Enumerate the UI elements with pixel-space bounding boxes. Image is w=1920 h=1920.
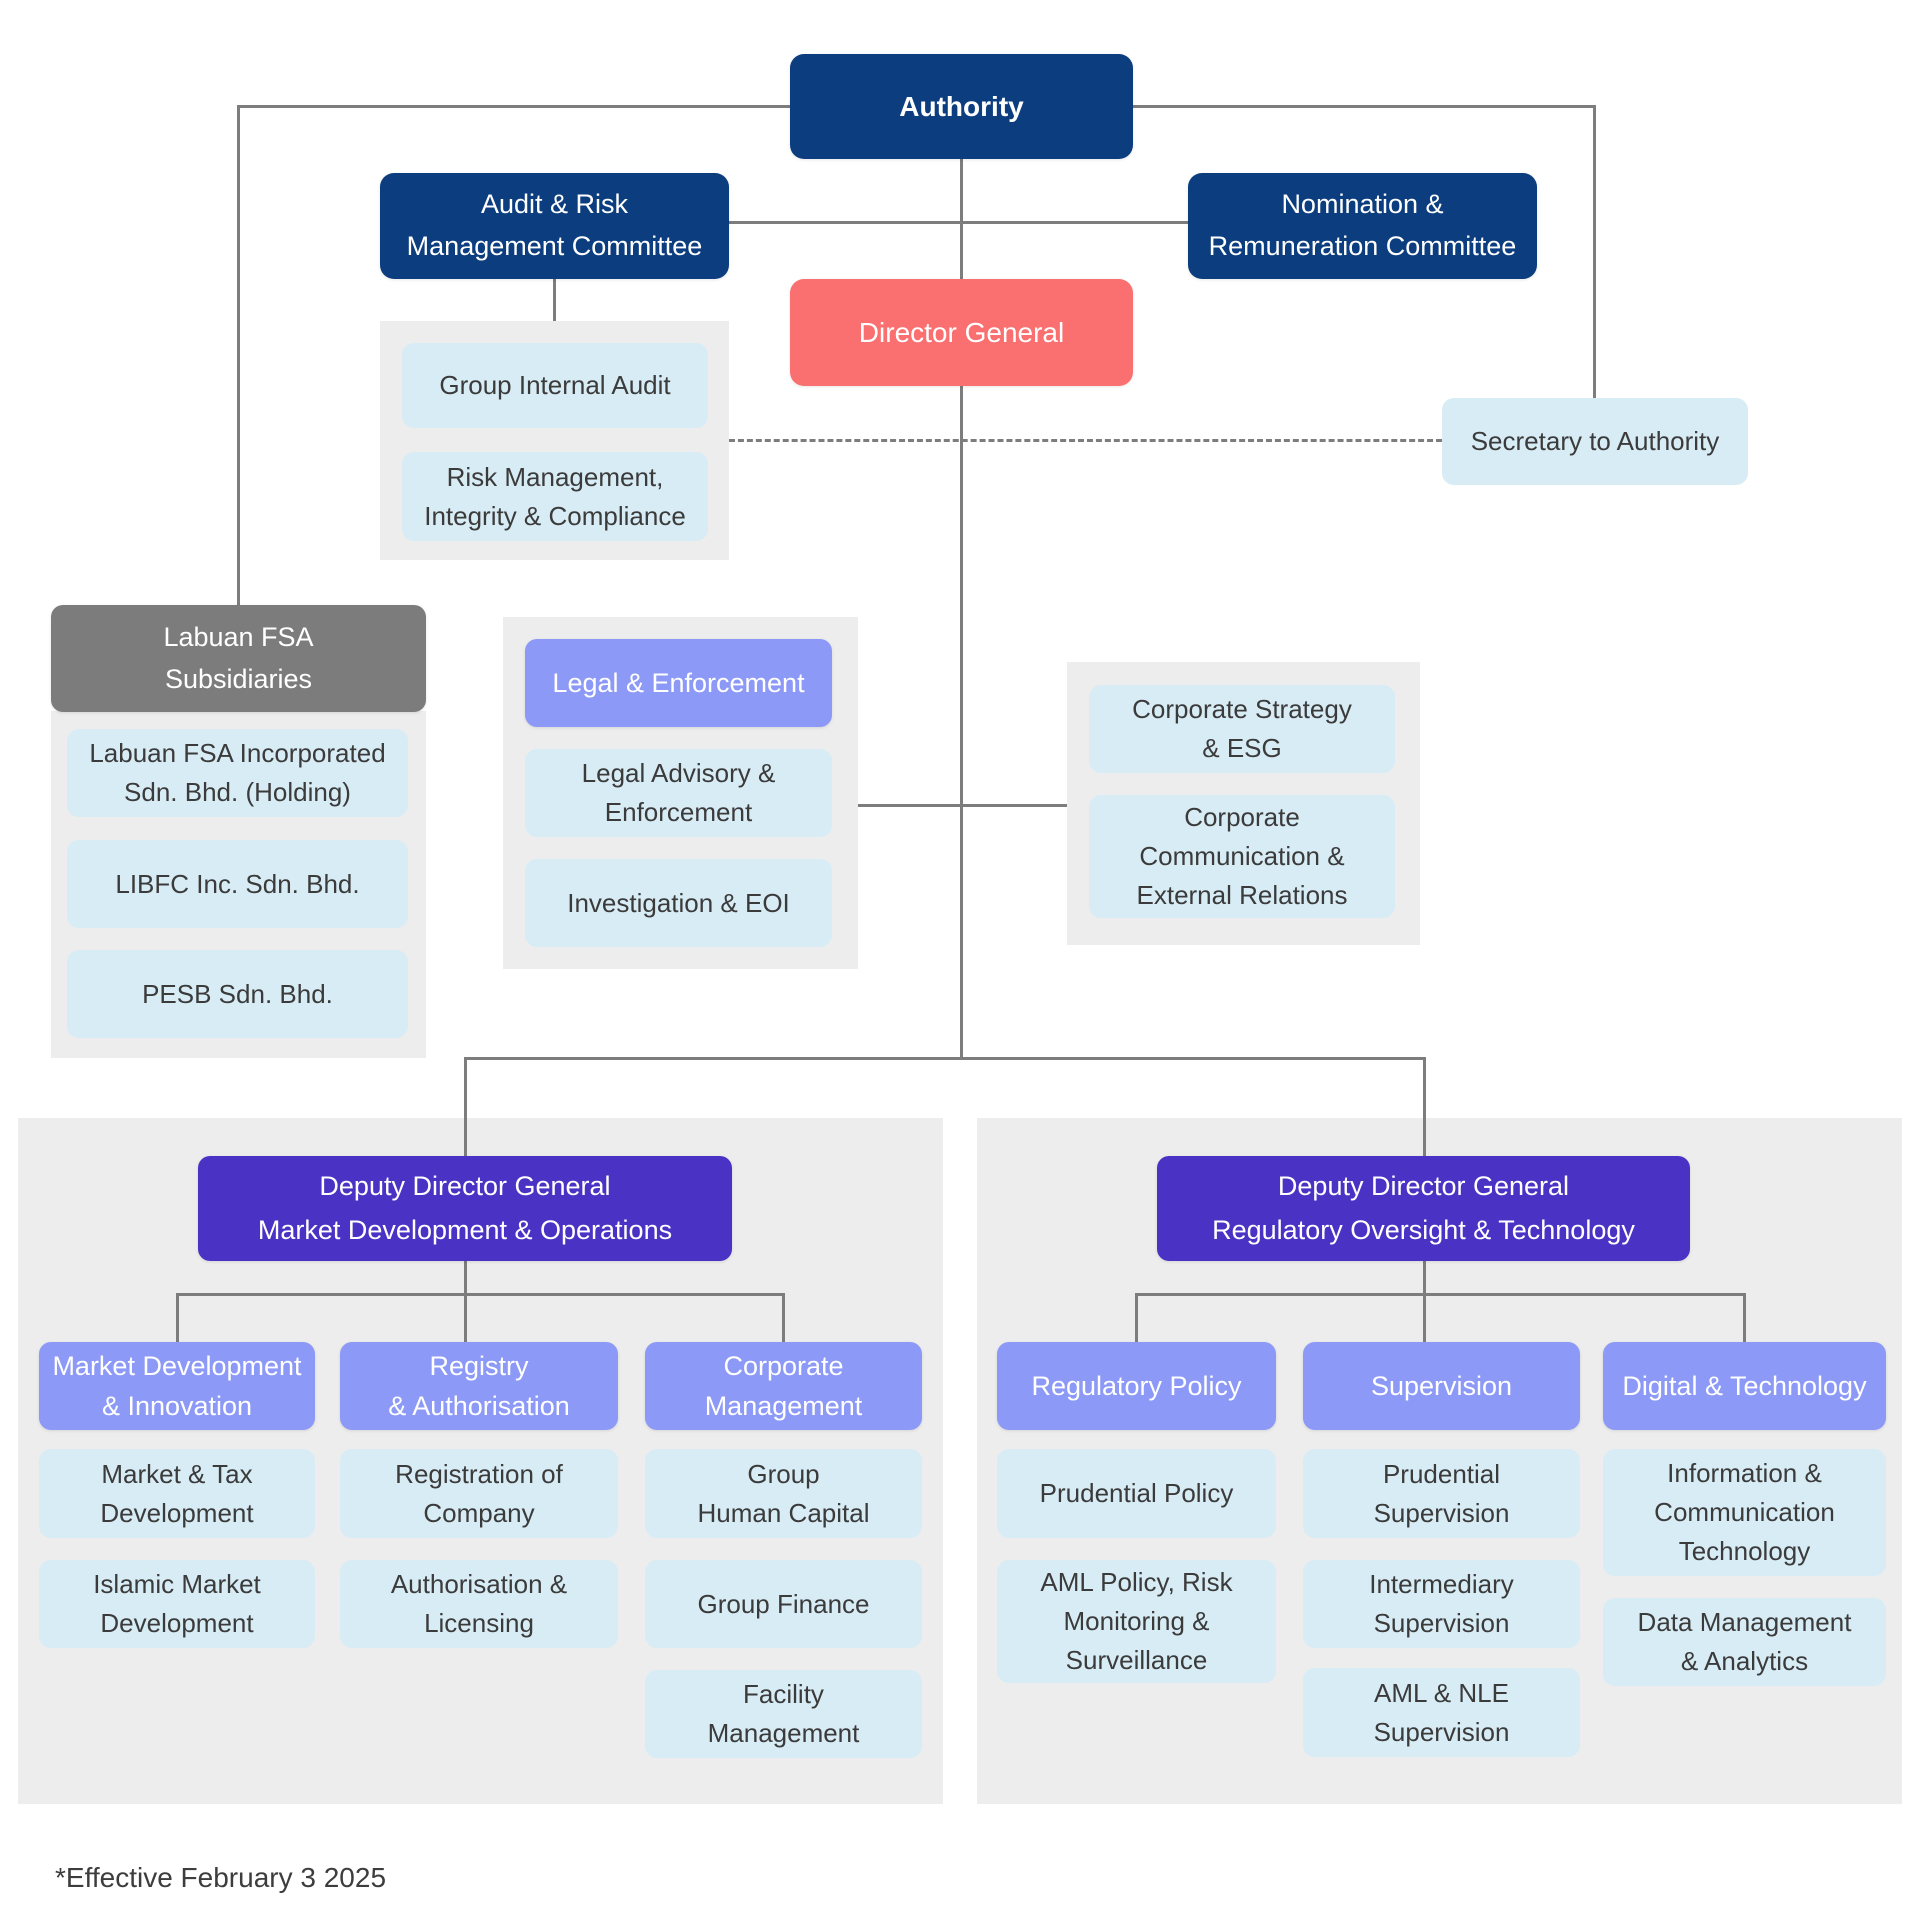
node-facility-management: Facility Management bbox=[645, 1670, 922, 1758]
connector-committees bbox=[729, 221, 1188, 224]
node-aml-nle-supervision: AML & NLE Supervision bbox=[1303, 1668, 1580, 1757]
effective-date-footnote: *Effective February 3 2025 bbox=[55, 1862, 387, 1893]
node-islamic-market-development: Islamic Market Development bbox=[39, 1560, 315, 1648]
node-secretary-to-authority: Secretary to Authority bbox=[1442, 398, 1748, 485]
node-data-management-analytics: Data Management & Analytics bbox=[1603, 1598, 1886, 1686]
node-authorisation-licensing: Authorisation & Licensing bbox=[340, 1560, 618, 1648]
connector-right-tree-span bbox=[1136, 1293, 1745, 1296]
node-market-development-innovation: Market Development & Innovation bbox=[39, 1342, 315, 1430]
connector-audit-panel bbox=[553, 279, 556, 321]
node-labuan-fsa-subsidiaries: Labuan FSA Subsidiaries bbox=[51, 605, 426, 712]
node-corporate-strategy-esg: Corporate Strategy & ESG bbox=[1089, 685, 1395, 773]
node-aml-policy-risk-monitoring-surveillance: AML Policy, Risk Monitoring & Surveillan… bbox=[997, 1560, 1276, 1683]
connector-dg-down bbox=[960, 386, 963, 1058]
node-nomination-remuneration-committee: Nomination & Remuneration Committee bbox=[1188, 173, 1537, 279]
connector-left-col1-stub bbox=[176, 1293, 179, 1342]
node-regulatory-policy: Regulatory Policy bbox=[997, 1342, 1276, 1430]
node-authority: Authority bbox=[790, 54, 1133, 159]
connector-ddg-left-drop bbox=[464, 1057, 467, 1156]
connector-left-tree-span bbox=[177, 1293, 784, 1296]
connector-right-col3-stub bbox=[1743, 1293, 1746, 1342]
node-intermediary-supervision: Intermediary Supervision bbox=[1303, 1560, 1580, 1648]
connector-ddg-left-tree bbox=[464, 1261, 467, 1342]
node-group-finance: Group Finance bbox=[645, 1560, 922, 1648]
connector-ddg-span bbox=[464, 1057, 1426, 1060]
connector-left-col3-stub bbox=[782, 1293, 785, 1342]
node-corporate-management: Corporate Management bbox=[645, 1342, 922, 1430]
node-information-communication-technology: Information & Communication Technology bbox=[1603, 1449, 1886, 1576]
connector-secretary-dashed bbox=[729, 439, 1442, 442]
connector-authority-dg bbox=[960, 159, 963, 279]
connector-authority-right-rail bbox=[1133, 105, 1595, 108]
node-legal-advisory-enforcement: Legal Advisory & Enforcement bbox=[525, 749, 832, 837]
node-legal-enforcement: Legal & Enforcement bbox=[525, 639, 832, 727]
connector-ddg-right-tree bbox=[1423, 1261, 1426, 1342]
node-ddg-regulatory-oversight-technology: Deputy Director General Regulatory Overs… bbox=[1157, 1156, 1690, 1261]
node-group-human-capital: Group Human Capital bbox=[645, 1449, 922, 1538]
node-director-general: Director General bbox=[790, 279, 1133, 386]
connector-right-rail-down bbox=[1593, 105, 1596, 398]
connector-left-rail-down bbox=[237, 105, 240, 605]
node-ddg-market-development-operations: Deputy Director General Market Developme… bbox=[198, 1156, 732, 1261]
node-market-tax-development: Market & Tax Development bbox=[39, 1449, 315, 1538]
connector-ddg-right-drop bbox=[1423, 1057, 1426, 1156]
node-prudential-policy: Prudential Policy bbox=[997, 1449, 1276, 1538]
node-audit-risk-committee: Audit & Risk Management Committee bbox=[380, 173, 729, 279]
connector-legal-corporate bbox=[858, 804, 1067, 807]
node-pesb: PESB Sdn. Bhd. bbox=[67, 950, 408, 1038]
connector-authority-left-rail bbox=[238, 105, 790, 108]
node-registration-of-company: Registration of Company bbox=[340, 1449, 618, 1538]
node-libfc-inc: LIBFC Inc. Sdn. Bhd. bbox=[67, 840, 408, 928]
node-group-internal-audit: Group Internal Audit bbox=[402, 343, 708, 428]
node-digital-technology: Digital & Technology bbox=[1603, 1342, 1886, 1430]
node-risk-management-integrity-compliance: Risk Management, Integrity & Compliance bbox=[402, 452, 708, 541]
connector-right-col1-stub bbox=[1135, 1293, 1138, 1342]
node-labuan-fsa-incorporated: Labuan FSA Incorporated Sdn. Bhd. (Holdi… bbox=[67, 729, 408, 817]
node-supervision: Supervision bbox=[1303, 1342, 1580, 1430]
node-investigation-eoi: Investigation & EOI bbox=[525, 859, 832, 947]
node-registry-authorisation: Registry & Authorisation bbox=[340, 1342, 618, 1430]
node-corporate-communication-external-relations: Corporate Communication & External Relat… bbox=[1089, 795, 1395, 918]
node-prudential-supervision: Prudential Supervision bbox=[1303, 1449, 1580, 1538]
